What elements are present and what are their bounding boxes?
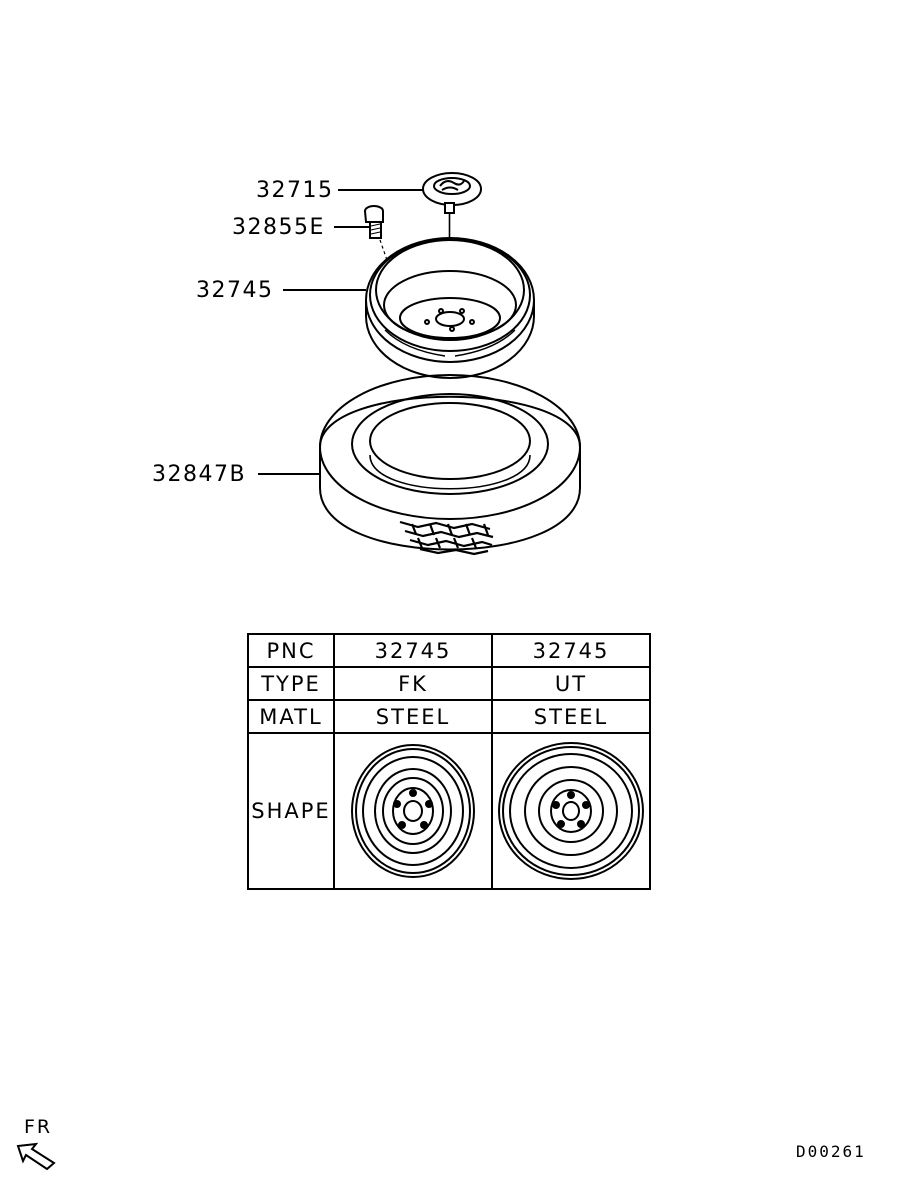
leader-lines bbox=[258, 189, 423, 475]
cell-type-1: FK bbox=[333, 666, 493, 701]
wheel-fk-shape-icon bbox=[351, 744, 475, 878]
cell-pnc-1: 32745 bbox=[333, 633, 493, 668]
wheel-spec-table: PNC 32745 32745 TYPE FK UT MATL STEEL ST… bbox=[247, 633, 651, 890]
callout-32715: 32715 bbox=[256, 178, 334, 203]
cell-matl-1: STEEL bbox=[333, 699, 493, 734]
tire-part bbox=[319, 374, 581, 556]
cell-pnc-2: 32745 bbox=[491, 633, 651, 668]
shape-fk-cell bbox=[333, 732, 493, 890]
cell-type-2: UT bbox=[491, 666, 651, 701]
row-header-matl: MATL bbox=[247, 699, 335, 734]
cell-matl-2: STEEL bbox=[491, 699, 651, 734]
wheel-bolt-part bbox=[364, 205, 402, 301]
row-header-type: TYPE bbox=[247, 666, 335, 701]
table-row: TYPE FK UT bbox=[247, 666, 651, 701]
table-row: MATL STEEL STEEL bbox=[247, 699, 651, 734]
drawing-code: D00261 bbox=[796, 1142, 866, 1161]
row-header-shape: SHAPE bbox=[247, 732, 335, 890]
table-row: SHAPE bbox=[247, 732, 651, 890]
callout-32847b: 32847B bbox=[152, 462, 247, 487]
table-row: PNC 32745 32745 bbox=[247, 633, 651, 668]
callout-32745: 32745 bbox=[196, 278, 274, 303]
wheel-ut-shape-icon bbox=[498, 742, 644, 880]
callout-32855e: 32855E bbox=[232, 215, 325, 240]
row-header-pnc: PNC bbox=[247, 633, 335, 668]
front-direction-arrow-icon bbox=[16, 1142, 56, 1171]
front-direction-label: FR bbox=[24, 1116, 53, 1138]
steel-wheel-part bbox=[365, 237, 535, 379]
shape-ut-cell bbox=[491, 732, 651, 890]
